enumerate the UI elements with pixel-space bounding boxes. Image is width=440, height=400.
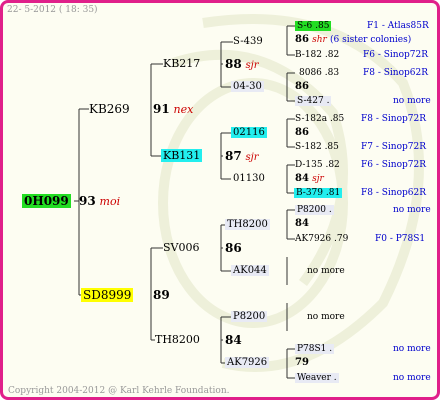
gen2-b[interactable]: KB131: [161, 149, 203, 162]
gen4-r2-top[interactable]: 8086 .83: [299, 68, 340, 78]
gen4-r8-score: 79: [295, 357, 309, 368]
gen4-r8-top[interactable]: P78S1 .: [295, 344, 335, 354]
gen3-c2[interactable]: AK044: [231, 265, 269, 276]
gen1-bottom-score: 89: [153, 288, 170, 302]
gen1-top[interactable]: KB269: [89, 102, 130, 116]
pedigree-lines: [74, 25, 295, 379]
root-queen[interactable]: 0H099: [22, 194, 71, 208]
gen4-r5-bottom[interactable]: AK7926 .79: [295, 234, 349, 244]
gen4-r2-bottom[interactable]: S-427 .: [295, 96, 332, 106]
gen4-r4-mid: 84 sjr: [295, 173, 324, 184]
copyright-footer: Copyright 2004-2012 @ Karl Kehrle Founda…: [8, 386, 230, 396]
gen2-c[interactable]: SV006: [163, 241, 200, 254]
gen4-r2-score: 86: [295, 81, 309, 92]
gen4-r1-right2[interactable]: F6 - Sinop72R: [363, 50, 428, 60]
gen4-r5-right2[interactable]: F0 - P78S1: [375, 234, 426, 244]
gen4-r4-right1[interactable]: F6 - Sinop72R: [361, 160, 426, 170]
report-timestamp: 22- 5-2012 ( 18: 35): [7, 5, 98, 15]
gen3-c1[interactable]: TH8200: [225, 219, 270, 230]
gen3-b2[interactable]: 01130: [233, 173, 265, 184]
gen2-c-score: 86: [225, 241, 242, 255]
gen4-r2-right2[interactable]: no more: [393, 96, 431, 106]
gen4-r1-mid: 86 shr (6 sister colonies): [295, 34, 412, 45]
gen4-r1-bottom[interactable]: B-182 .82: [295, 50, 340, 60]
gen2-d-score: 84: [225, 333, 242, 347]
gen1-bottom[interactable]: SD8999: [81, 288, 134, 302]
gen4-r3-score: 86: [295, 127, 309, 138]
gen1-top-info: 91 nex: [153, 102, 194, 116]
gen4-r4-top[interactable]: D-135 .82: [295, 160, 340, 170]
gen4-r3-bottom[interactable]: S-182 .85: [295, 142, 339, 152]
gen4-r5-top[interactable]: P8200 .: [295, 205, 334, 215]
gen3-a2[interactable]: 04-30: [231, 81, 264, 92]
gen4-r4-bottom[interactable]: B-379 .81: [294, 188, 343, 198]
gen4-r6-no-more: no more: [307, 266, 345, 276]
gen4-r1-top[interactable]: S-6 .85: [295, 21, 332, 31]
gen4-r8-bottom[interactable]: Weaver .: [295, 373, 339, 383]
gen4-r7-no-more: no more: [307, 312, 345, 322]
gen2-b-info: 87 sjr: [225, 149, 259, 163]
gen2-a[interactable]: KB217: [163, 57, 201, 70]
gen4-r5-score: 84: [295, 218, 309, 229]
gen4-r3-top[interactable]: S-182a .85: [295, 114, 345, 124]
gen2-d[interactable]: TH8200: [155, 333, 200, 346]
gen4-r1-right1[interactable]: F1 - Atlas85R: [367, 21, 429, 31]
gen3-d2[interactable]: AK7926: [225, 357, 270, 368]
gen4-r3-right2[interactable]: F7 - Sinop72R: [361, 142, 426, 152]
gen2-a-info: 88 sjr: [225, 57, 259, 71]
gen4-r3-right1[interactable]: F8 - Sinop72R: [361, 114, 426, 124]
gen4-r8-right2[interactable]: no more: [393, 373, 431, 383]
gen3-a1[interactable]: S-439: [233, 36, 263, 47]
root-info: 93 moi: [79, 194, 121, 208]
gen4-r4-right2[interactable]: F8 - Sinop62R: [361, 188, 426, 198]
gen3-d1[interactable]: P8200: [231, 311, 268, 322]
gen4-r5-right1[interactable]: no more: [393, 205, 431, 215]
gen3-b1[interactable]: 02116: [231, 127, 267, 138]
gen4-r2-right1[interactable]: F8 - Sinop62R: [363, 68, 428, 78]
gen4-r8-right1[interactable]: no more: [393, 344, 431, 354]
root-id: 0H099: [22, 194, 71, 208]
